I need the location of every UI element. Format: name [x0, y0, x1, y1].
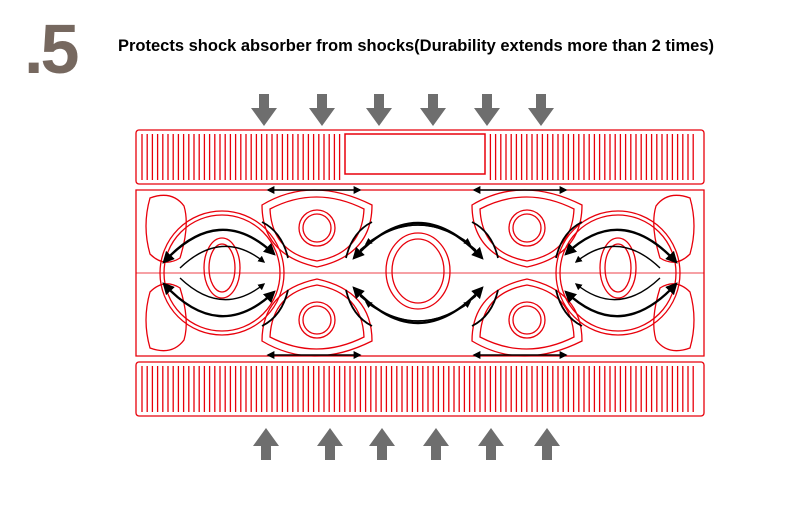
bottom-ribbed-band	[135, 361, 705, 417]
force-arrow-down	[528, 94, 554, 126]
force-arrow-down	[366, 94, 392, 126]
force-arrow-down	[420, 94, 446, 126]
headline: Protects shock absorber from shocks(Dura…	[118, 37, 715, 55]
force-arrow-up	[369, 428, 395, 460]
force-arrow-up	[423, 428, 449, 460]
force-arrow-up	[478, 428, 504, 460]
force-arrow-up	[534, 428, 560, 460]
stress-flow-lines	[162, 221, 678, 327]
force-arrow-down	[309, 94, 335, 126]
force-arrow-up	[253, 428, 279, 460]
cushion-pod-top-right	[471, 189, 583, 268]
end-cap-right	[653, 194, 695, 263]
side-ring-right	[555, 210, 681, 336]
top-ribbed-band	[135, 129, 705, 185]
force-arrow-down	[474, 94, 500, 126]
force-arrow-down	[251, 94, 277, 126]
bottom-force-arrows	[253, 428, 560, 460]
center-oval	[385, 232, 451, 310]
top-force-arrows	[251, 94, 554, 126]
cushion-pod-bottom-right	[471, 278, 583, 357]
end-cap-left	[145, 283, 187, 352]
force-arrow-up	[317, 428, 343, 460]
side-ring-left	[159, 210, 285, 336]
step-number: .5	[24, 10, 79, 88]
expansion-arrows	[266, 186, 568, 359]
end-cap-left	[145, 194, 187, 263]
end-cap-right	[653, 283, 695, 352]
absorber-body	[135, 129, 705, 417]
